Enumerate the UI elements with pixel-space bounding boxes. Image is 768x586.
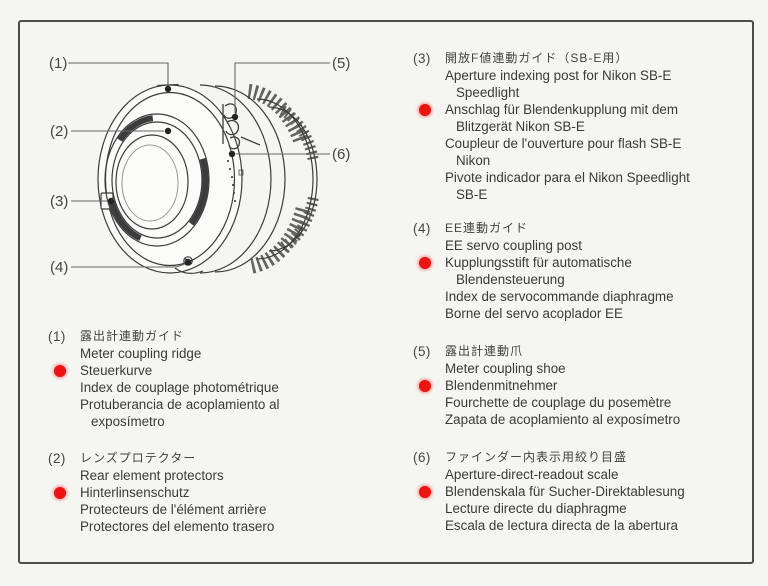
label-en: Aperture indexing post for Nikon SB-E [445, 68, 672, 83]
callout-dot-1 [164, 85, 172, 93]
red-dot [54, 486, 66, 499]
callout-label-2: (2) [50, 123, 68, 140]
label-ja: 露出計連動爪 [445, 344, 524, 358]
meter-coupling-shoe [222, 103, 261, 150]
label-en: Meter coupling shoe [445, 361, 566, 376]
item-number: (3) [413, 51, 431, 66]
label-de-2: Blendensteuerung [456, 272, 565, 287]
knurled-ring [247, 83, 319, 275]
callout-leaders [68, 62, 330, 268]
red-dot [419, 379, 431, 392]
label-en: Meter coupling ridge [80, 346, 202, 361]
item-number: (1) [48, 329, 66, 344]
label-fr: Protecteurs de l'élément arrière [80, 502, 267, 517]
label-en-2: Speedlight [456, 85, 520, 100]
label-es-2: exposímetro [91, 414, 165, 429]
lens-body [97, 83, 319, 275]
label-fr: Fourchette de couplage du posemètre [445, 395, 672, 410]
label-en: Rear element protectors [80, 468, 224, 483]
item-number: (5) [413, 344, 431, 359]
item-number: (2) [48, 451, 66, 466]
label-en: Aperture-direct-readout scale [445, 467, 619, 482]
label-de: Steuerkurve [48, 362, 280, 379]
label-fr: Coupleur de l'ouverture pour flash SB-E [445, 136, 682, 151]
label-de: Blendenmitnehmer [413, 377, 680, 394]
label-de: Hinterlinsenschutz [48, 484, 274, 501]
mount-ring [97, 83, 243, 274]
callout-label-4: (4) [50, 259, 68, 276]
label-de: Anschlag für Blendenkupplung mit dem [413, 101, 690, 118]
label-en: EE servo coupling post [445, 238, 582, 253]
rear-glass-element [115, 134, 189, 230]
legend-item-6: (6) ファインダー内表示用絞り目盛 Aperture-direct-reado… [413, 449, 685, 534]
protector-ring [104, 113, 210, 247]
red-dot [419, 485, 431, 498]
callout-dot-6 [228, 150, 236, 158]
callout-dot-4 [184, 258, 192, 266]
legend-item-2: (2) レンズプロテクター Rear element protectors Hi… [48, 450, 274, 535]
label-es: Protuberancia de acoplamiento al [80, 397, 280, 412]
label-de-2: Blitzgerät Nikon SB-E [456, 119, 585, 134]
label-es: Pivote indicador para el Nikon Speedligh… [445, 170, 690, 185]
label-fr: Index de servocommande diaphragme [445, 289, 674, 304]
callout-label-5: (5) [332, 55, 350, 72]
adr-scale-dots [226, 159, 244, 203]
lens-rear-view-diagram: (1) (2) (3) (4) (5) (6) [49, 55, 350, 276]
label-fr: Lecture directe du diaphragme [445, 501, 627, 516]
label-fr: Index de couplage photométrique [80, 380, 279, 395]
page-frame [18, 20, 754, 564]
item-number: (6) [413, 450, 431, 465]
label-fr-2: Nikon [456, 153, 491, 168]
red-dot [419, 103, 431, 116]
label-ja: レンズプロテクター [80, 451, 197, 465]
legend-item-3: (3) 開放F値連動ガイド（SB-E用） Aperture indexing p… [413, 50, 690, 203]
label-es: Escala de lectura directa de la abertura [445, 518, 678, 533]
legend-item-5: (5) 露出計連動爪 Meter coupling shoe Blendenmi… [413, 343, 680, 428]
callout-dot-5 [231, 113, 239, 121]
red-dot [54, 364, 66, 377]
label-es-2: SB-E [456, 187, 488, 202]
label-ja: EE連動ガイド [445, 221, 529, 235]
callout-dots [107, 85, 239, 266]
label-es: Zapata de acoplamiento al exposímetro [445, 412, 681, 427]
red-dot [419, 256, 431, 269]
callout-dot-2 [164, 127, 172, 135]
callout-label-3: (3) [50, 193, 68, 210]
label-es: Borne del servo acoplador EE [445, 306, 623, 321]
legend-item-4: (4) EE連動ガイド EE servo coupling post Kuppl… [413, 220, 674, 322]
callout-labels: (1) (2) (3) (4) (5) (6) [49, 55, 350, 276]
label-es: Protectores del elemento trasero [80, 519, 275, 534]
callout-dot-3 [107, 197, 115, 205]
label-de: Blendenskala für Sucher-Direktablesung [413, 483, 685, 500]
label-ja: 開放F値連動ガイド（SB-E用） [445, 51, 629, 65]
label-ja: ファインダー内表示用絞り目盛 [445, 450, 628, 464]
callout-label-1: (1) [49, 55, 67, 72]
label-ja: 露出計連動ガイド [80, 329, 185, 343]
label-de: Kupplungsstift für automatische [413, 254, 674, 271]
legend-item-1: (1) 露出計連動ガイド Meter coupling ridge Steuer… [48, 328, 280, 430]
item-number: (4) [413, 221, 431, 236]
callout-label-6: (6) [332, 146, 350, 163]
